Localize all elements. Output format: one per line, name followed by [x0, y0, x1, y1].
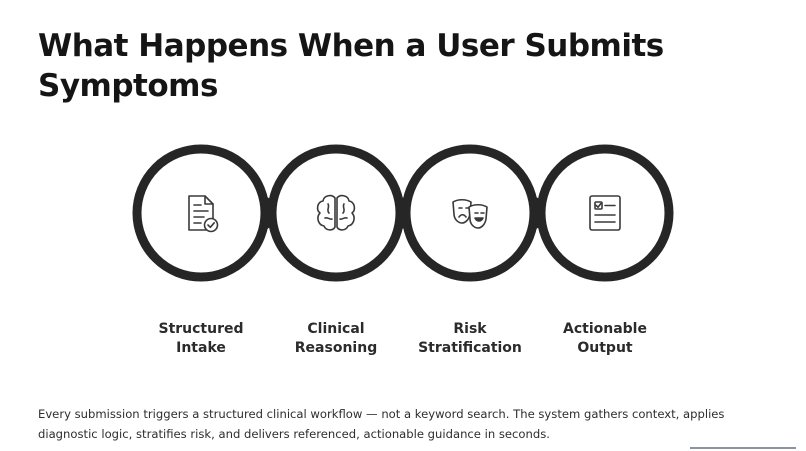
step-label-clinical-reasoning: Clinical Reasoning: [261, 320, 411, 358]
page-title: What Happens When a User Submits Symptom…: [38, 28, 664, 104]
step-label-line1: Structured: [158, 321, 244, 337]
workflow-description: Every submission triggers a structured c…: [38, 407, 725, 441]
step-label-line1: Risk: [453, 321, 487, 337]
document-check-icon: [188, 195, 219, 233]
decorative-accent-line: [690, 447, 796, 449]
step-label-structured-intake: Structured Intake: [126, 320, 276, 358]
step-label-line2: Intake: [176, 340, 226, 356]
step-2-ring: [267, 144, 405, 282]
step-1-node: [132, 144, 292, 282]
step-4-node: [536, 144, 674, 282]
checklist-icon: [589, 195, 621, 231]
step-label-line1: Clinical: [307, 321, 365, 337]
theater-masks-icon: [452, 198, 488, 229]
step-label-actionable-output: Actionable Output: [530, 320, 680, 358]
step-label-line2: Stratification: [418, 340, 522, 356]
process-diagram: [132, 144, 674, 282]
brain-icon: [316, 194, 356, 231]
step-label-risk-stratification: Risk Stratification: [395, 320, 545, 358]
step-label-line2: Output: [577, 340, 633, 356]
step-label-line2: Reasoning: [294, 340, 378, 356]
step-label-line1: Actionable: [563, 321, 647, 337]
